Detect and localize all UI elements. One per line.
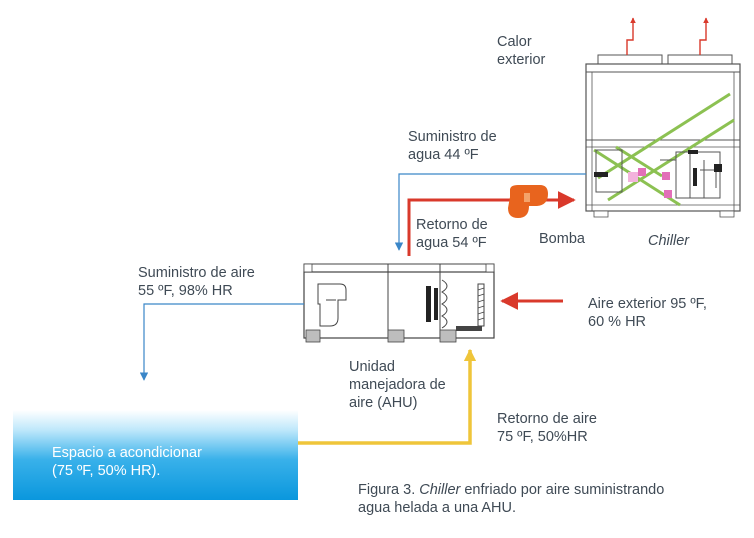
heat-exhaust-arrows (626, 17, 709, 55)
ahu-line3: aire (AHU) (349, 395, 418, 411)
water-return-line1: Retorno de (416, 217, 488, 233)
air-return-label: Retorno de aire 75 ºF, 50%HR (497, 410, 597, 446)
figure-caption: Figura 3. Chiller enfriado por aire sumi… (358, 481, 664, 517)
caption-line1: Figura 3. Chiller enfriado por aire sumi… (358, 481, 664, 499)
chiller-unit (585, 17, 741, 218)
water-supply-line1: Suministro de (408, 129, 497, 145)
ahu-label: Unidad manejadora de aire (AHU) (349, 358, 446, 412)
water-return-line2: agua 54 ºF (416, 235, 487, 251)
conditioned-space-label: Espacio a acondicionar (75 ºF, 50% HR). (52, 444, 202, 480)
air-supply-label: Suministro de aire 55 ºF, 98% HR (138, 264, 255, 300)
caption-rest: enfriado por aire suministrando (460, 482, 665, 498)
outside-air-label: Aire exterior 95 ºF, 60 % HR (588, 295, 707, 331)
supply-air-line (139, 303, 304, 381)
conditioned-space (13, 410, 298, 500)
caption-line2: agua helada a una AHU. (358, 500, 517, 516)
ahu-line1: Unidad (349, 359, 395, 375)
space-label-line2: (75 ºF, 50% HR). (52, 463, 161, 479)
water-supply-label: Suministro de agua 44 ºF (408, 128, 497, 164)
water-supply-line2: agua 44 ºF (408, 147, 479, 163)
pump-label: Bomba (539, 231, 585, 247)
return-air-line (298, 348, 477, 445)
outside-heat-label: Calor exterior (497, 33, 545, 69)
outside-heat-line1: Calor (497, 34, 532, 50)
supply-water-line (394, 173, 586, 251)
chiller-label: Chiller (648, 233, 690, 249)
ahu-line2: manejadora de (349, 377, 446, 393)
water-return-label: Retorno de agua 54 ºF (416, 216, 488, 252)
outside-air-line2: 60 % HR (588, 314, 647, 330)
caption-prefix: Figura 3. (358, 482, 420, 498)
outside-heat-line2: exterior (497, 52, 546, 68)
ahu-unit (303, 263, 495, 343)
air-return-line1: Retorno de aire (497, 411, 597, 427)
space-label-line1: Espacio a acondicionar (52, 445, 202, 461)
outside-air-line1: Aire exterior 95 ºF, (588, 296, 707, 312)
caption-italic: Chiller (419, 482, 461, 498)
air-supply-line2: 55 ºF, 98% HR (138, 283, 233, 299)
air-supply-line1: Suministro de aire (138, 265, 255, 281)
air-return-line2: 75 ºF, 50%HR (497, 429, 588, 445)
pump-icon (508, 185, 548, 218)
